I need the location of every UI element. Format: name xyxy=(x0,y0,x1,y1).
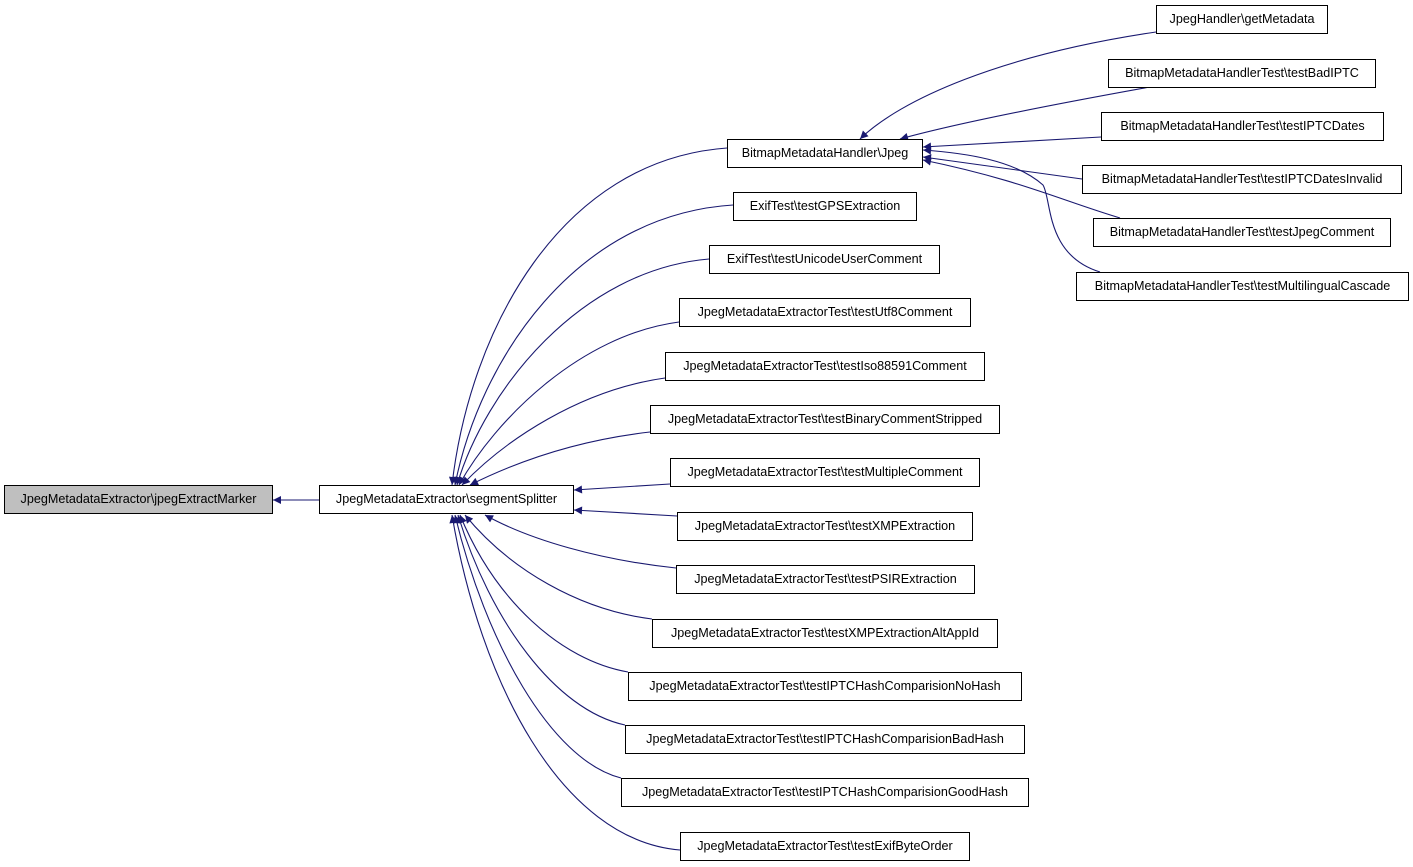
edge-gps-to-split xyxy=(452,204,734,486)
node-test-iptc-hash-bad-hash[interactable]: JpegMetadataExtractorTest\testIPTCHashCo… xyxy=(625,725,1025,754)
node-bitmap-metadata-handler-jpeg[interactable]: BitmapMetadataHandler\Jpeg xyxy=(727,139,923,168)
node-jpeg-handler-get-metadata[interactable]: JpegHandler\getMetadata xyxy=(1156,5,1328,34)
node-exif-test-gps-extraction[interactable]: ExifTest\testGPSExtraction xyxy=(733,192,917,221)
edge-jpegcomment-to-jpeg xyxy=(922,157,1121,219)
node-test-xmp-extraction[interactable]: JpegMetadataExtractorTest\testXMPExtract… xyxy=(677,512,973,541)
node-test-utf8-comment[interactable]: JpegMetadataExtractorTest\testUtf8Commen… xyxy=(679,298,971,327)
node-jpeg-extract-marker: JpegMetadataExtractor\jpegExtractMarker xyxy=(4,485,273,514)
node-test-iptc-dates-invalid[interactable]: BitmapMetadataHandlerTest\testIPTCDatesI… xyxy=(1082,165,1402,194)
node-segment-splitter[interactable]: JpegMetadataExtractor\segmentSplitter xyxy=(319,485,574,514)
node-test-multiple-comment[interactable]: JpegMetadataExtractorTest\testMultipleCo… xyxy=(670,458,980,487)
edge-badiptc-to-jpeg xyxy=(899,86,1151,141)
edge-iptcdates-to-jpeg xyxy=(922,136,1102,151)
edge-cascade-to-jpeg xyxy=(922,146,1101,273)
edge-unicode-to-split xyxy=(455,258,710,486)
node-test-iso88591-comment[interactable]: JpegMetadataExtractorTest\testIso88591Co… xyxy=(665,352,985,381)
node-test-iptc-hash-good-hash[interactable]: JpegMetadataExtractorTest\testIPTCHashCo… xyxy=(621,778,1029,807)
node-test-iptc-dates[interactable]: BitmapMetadataHandlerTest\testIPTCDates xyxy=(1101,112,1384,141)
edge-utf8-to-split xyxy=(458,321,680,486)
edge-getmeta-to-jpeg xyxy=(859,31,1157,140)
node-test-exif-byte-order[interactable]: JpegMetadataExtractorTest\testExifByteOr… xyxy=(680,832,970,861)
node-test-psir-extraction[interactable]: JpegMetadataExtractorTest\testPSIRExtrac… xyxy=(676,565,975,594)
edge-binary-to-split xyxy=(469,431,651,486)
node-test-multilingual-cascade[interactable]: BitmapMetadataHandlerTest\testMultilingu… xyxy=(1076,272,1409,301)
edge-badhash-to-split xyxy=(456,514,626,726)
edge-psir-to-split xyxy=(484,514,677,569)
node-test-xmp-extraction-alt-appid[interactable]: JpegMetadataExtractorTest\testXMPExtract… xyxy=(652,619,998,648)
node-test-binary-comment-stripped[interactable]: JpegMetadataExtractorTest\testBinaryComm… xyxy=(650,405,1000,434)
node-test-bad-iptc[interactable]: BitmapMetadataHandlerTest\testBadIPTC xyxy=(1108,59,1376,88)
edge-xmp-to-split xyxy=(573,506,678,517)
edge-goodhash-to-split xyxy=(452,514,622,779)
node-test-iptc-hash-no-hash[interactable]: JpegMetadataExtractorTest\testIPTCHashCo… xyxy=(628,672,1022,701)
edge-multi-to-split xyxy=(573,483,671,494)
edge-iso-to-split xyxy=(461,377,666,486)
edge-jpeg-to-split xyxy=(448,147,728,486)
node-exif-test-unicode-user-comment[interactable]: ExifTest\testUnicodeUserComment xyxy=(709,245,940,274)
edge-xmpalt-to-split xyxy=(464,514,653,620)
edge-exif-to-split xyxy=(449,514,681,851)
node-test-jpeg-comment[interactable]: BitmapMetadataHandlerTest\testJpegCommen… xyxy=(1093,218,1391,247)
edge-iptcinv-to-jpeg xyxy=(922,154,1083,180)
edge-nohash-to-split xyxy=(459,514,629,673)
